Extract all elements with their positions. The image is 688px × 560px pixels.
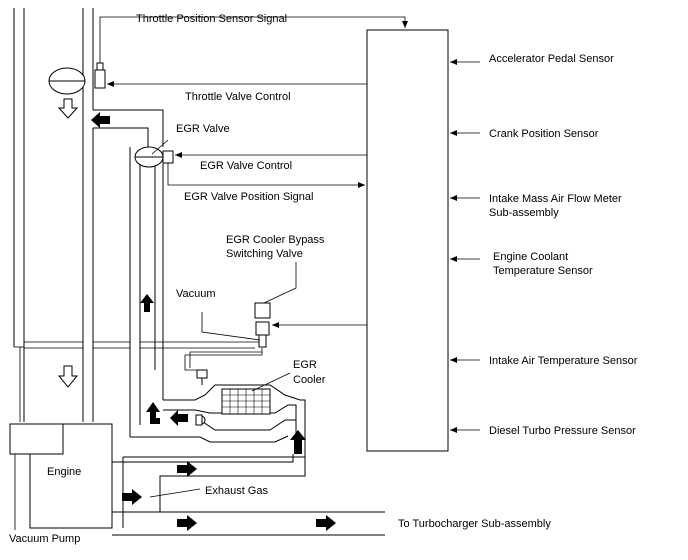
bypass-switching-valve — [196, 302, 271, 385]
egr-valve-position-signal-label: EGR Valve Position Signal — [184, 191, 313, 203]
maf-sensor-label-2: Sub-assembly — [489, 207, 559, 219]
egr-cooler-bypass-label-1: EGR Cooler Bypass — [226, 234, 325, 246]
accelerator-pedal-sensor-label: Accelerator Pedal Sensor — [489, 53, 614, 65]
engine-block — [29, 423, 113, 529]
to-turbocharger-label: To Turbocharger Sub-assembly — [398, 518, 551, 530]
throttle-position-signal-label: Throttle Position Sensor Signal — [136, 13, 287, 25]
throttle-position-signal-line — [99, 16, 408, 63]
bypass-return-arrow — [146, 402, 160, 424]
egr-valve — [134, 146, 174, 168]
exhaust-arrow-3 — [177, 515, 197, 531]
vacuum-pump-box — [9, 423, 64, 455]
engine-label: Engine — [47, 466, 81, 478]
egr-valve-control-label: EGR Valve Control — [200, 160, 292, 172]
exhaust-pipes — [112, 454, 385, 536]
egr-cooler-assembly — [123, 384, 306, 458]
exhaust-gas-label: Exhaust Gas — [205, 485, 268, 497]
egr-cooler-bypass-label-2: Switching Valve — [226, 248, 303, 260]
ecu-box — [366, 29, 449, 452]
exhaust-arrow-2 — [122, 489, 142, 505]
coolant-sensor-label-1: Engine Coolant — [493, 251, 568, 263]
egr-up-arrow — [140, 294, 154, 312]
intake-air-temp-sensor-label: Intake Air Temperature Sensor — [489, 355, 638, 367]
turbo-pressure-sensor-label: Diesel Turbo Pressure Sensor — [489, 425, 636, 437]
vacuum-pump-label: Vacuum Pump — [9, 533, 80, 545]
throttle-valve-control-label: Throttle Valve Control — [185, 91, 291, 103]
exhaust-arrow-4 — [316, 515, 336, 531]
egr-to-intake-arrow — [91, 112, 110, 128]
vacuum-line — [14, 341, 265, 422]
egr-cooler-label-2: Cooler — [293, 374, 326, 386]
bypass-up-arrow — [290, 430, 306, 454]
intake-flow-arrow-lower — [57, 365, 79, 388]
egr-valve-label: EGR Valve — [176, 123, 230, 135]
maf-sensor-label-1: Intake Mass Air Flow Meter — [489, 193, 622, 205]
coolant-sensor-label-2: Temperature Sensor — [493, 265, 593, 277]
egr-pipe — [129, 147, 164, 437]
egr-position-signal-line — [167, 163, 365, 188]
throttle-valve — [48, 62, 106, 95]
egr-cooler-label-1: EGR — [293, 359, 317, 371]
crank-position-sensor-label: Crank Position Sensor — [489, 128, 599, 140]
intake-pipe — [13, 8, 164, 422]
vacuum-label: Vacuum — [176, 288, 216, 300]
intake-flow-arrow-upper — [57, 98, 79, 119]
exhaust-arrow-1 — [177, 461, 197, 477]
cooler-exit-arrow — [170, 410, 188, 426]
